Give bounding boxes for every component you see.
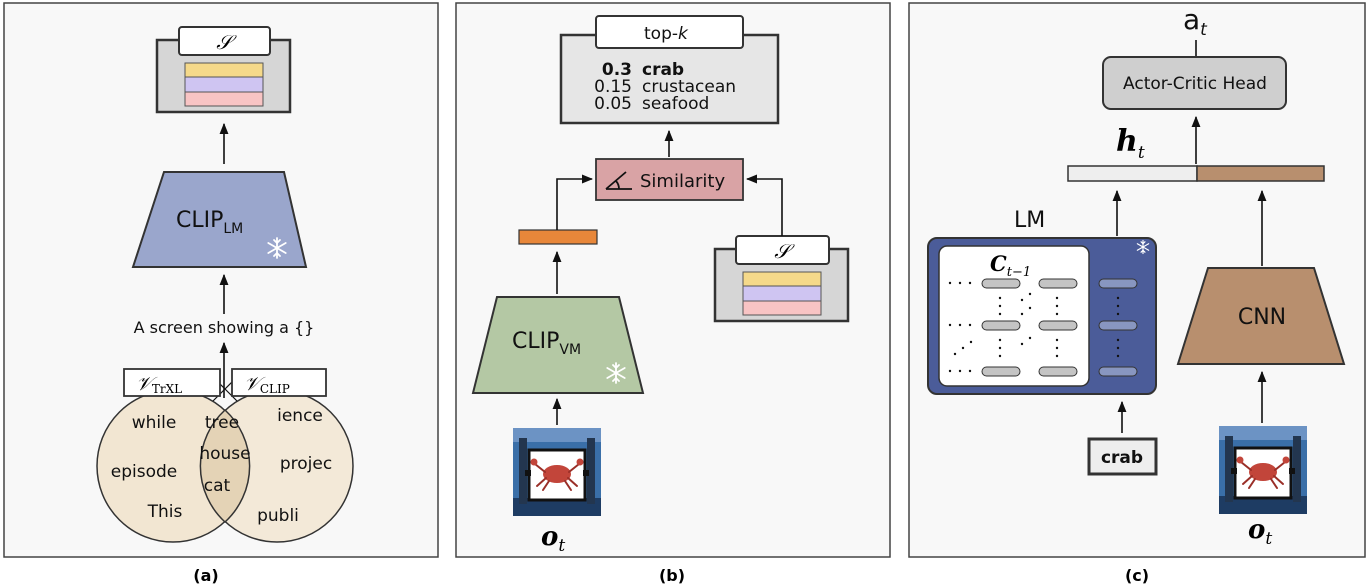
result-word-0: crab — [642, 60, 684, 80]
word-mid-1: house — [199, 444, 250, 464]
vocab-venn — [96, 389, 354, 543]
arrow-b2 — [556, 174, 594, 230]
obs-label-c: ot — [1248, 515, 1272, 549]
caption-c: (c) — [1125, 566, 1149, 585]
actor-critic-head: Actor-Critic Head — [1102, 56, 1287, 110]
set-store-a: 𝒮 — [155, 26, 292, 114]
clip-lm-label: CLIP — [176, 208, 223, 233]
result-word-1: crustacean — [642, 77, 736, 97]
hidden-state-label: ht — [1116, 124, 1145, 163]
prompt-template: A screen showing a {} — [134, 318, 315, 337]
word-right-2: publi — [257, 506, 299, 526]
panel-b: top-k 0.3 crab 0.15 crustacean 0.05 seaf… — [455, 2, 891, 585]
topk-box: top-k 0.3 crab 0.15 crustacean 0.05 seaf… — [559, 15, 780, 125]
panel-a: 𝒮 CLIPLM A screen showing a {} 𝒱TrXL 𝒱CL… — [3, 2, 439, 585]
crab-image-icon — [511, 426, 603, 518]
word-left-0: while — [132, 413, 177, 433]
set-store-b: 𝒮 — [713, 235, 850, 323]
vocab-label-clip: 𝒱CLIP — [231, 368, 327, 397]
word-mid-2: cat — [204, 476, 231, 496]
word-left-1: episode — [111, 462, 177, 482]
similarity-label: Similarity — [640, 171, 725, 192]
clip-vm-sub: VM — [559, 342, 581, 358]
result-score-0: 0.3 — [602, 60, 632, 80]
arrow-b3 — [745, 174, 783, 236]
result-word-2: seafood — [642, 94, 709, 114]
svg-text:CLIPLM: CLIPLM — [176, 208, 243, 237]
clip-lm-sub: LM — [223, 221, 243, 237]
word-right-0: ience — [277, 406, 323, 426]
actor-critic-label: Actor-Critic Head — [1123, 74, 1267, 94]
clip-vm-label: CLIP — [512, 329, 559, 354]
topk-label: top-k — [644, 24, 689, 44]
context-label: Ct−1 — [990, 251, 1031, 280]
language-model: Ct−1 — [927, 237, 1157, 395]
vocab-label-trxl: 𝒱TrXL — [123, 368, 221, 397]
clip-lm-encoder: CLIPLM — [131, 171, 308, 268]
caption-a: (a) — [193, 566, 218, 585]
word-right-1: projec — [280, 454, 332, 474]
hidden-state-vector — [1067, 165, 1325, 182]
token-box: crab — [1087, 437, 1158, 476]
obs-label-b: ot — [541, 522, 565, 556]
angle-icon — [605, 171, 632, 190]
similarity-box: Similarity — [595, 158, 744, 201]
crab-image-icon — [1217, 424, 1309, 516]
word-mid-0: tree — [205, 413, 239, 433]
panel-c: at Actor-Critic Head ht LM Ct−1 — [908, 2, 1366, 585]
result-score-2: 0.05 — [594, 94, 632, 114]
action-label: at — [1183, 3, 1208, 40]
image-embedding — [518, 229, 598, 245]
clip-vm-encoder: CLIPVM — [471, 296, 645, 394]
word-left-2: This — [147, 502, 183, 522]
cnn-encoder: CNN — [1176, 267, 1346, 365]
token-label: crab — [1101, 448, 1143, 468]
cnn-label: CNN — [1238, 305, 1286, 330]
result-score-1: 0.15 — [594, 77, 632, 97]
lm-label: LM — [1014, 208, 1045, 233]
svg-text:CLIPVM: CLIPVM — [512, 329, 581, 358]
caption-b: (b) — [659, 566, 685, 585]
